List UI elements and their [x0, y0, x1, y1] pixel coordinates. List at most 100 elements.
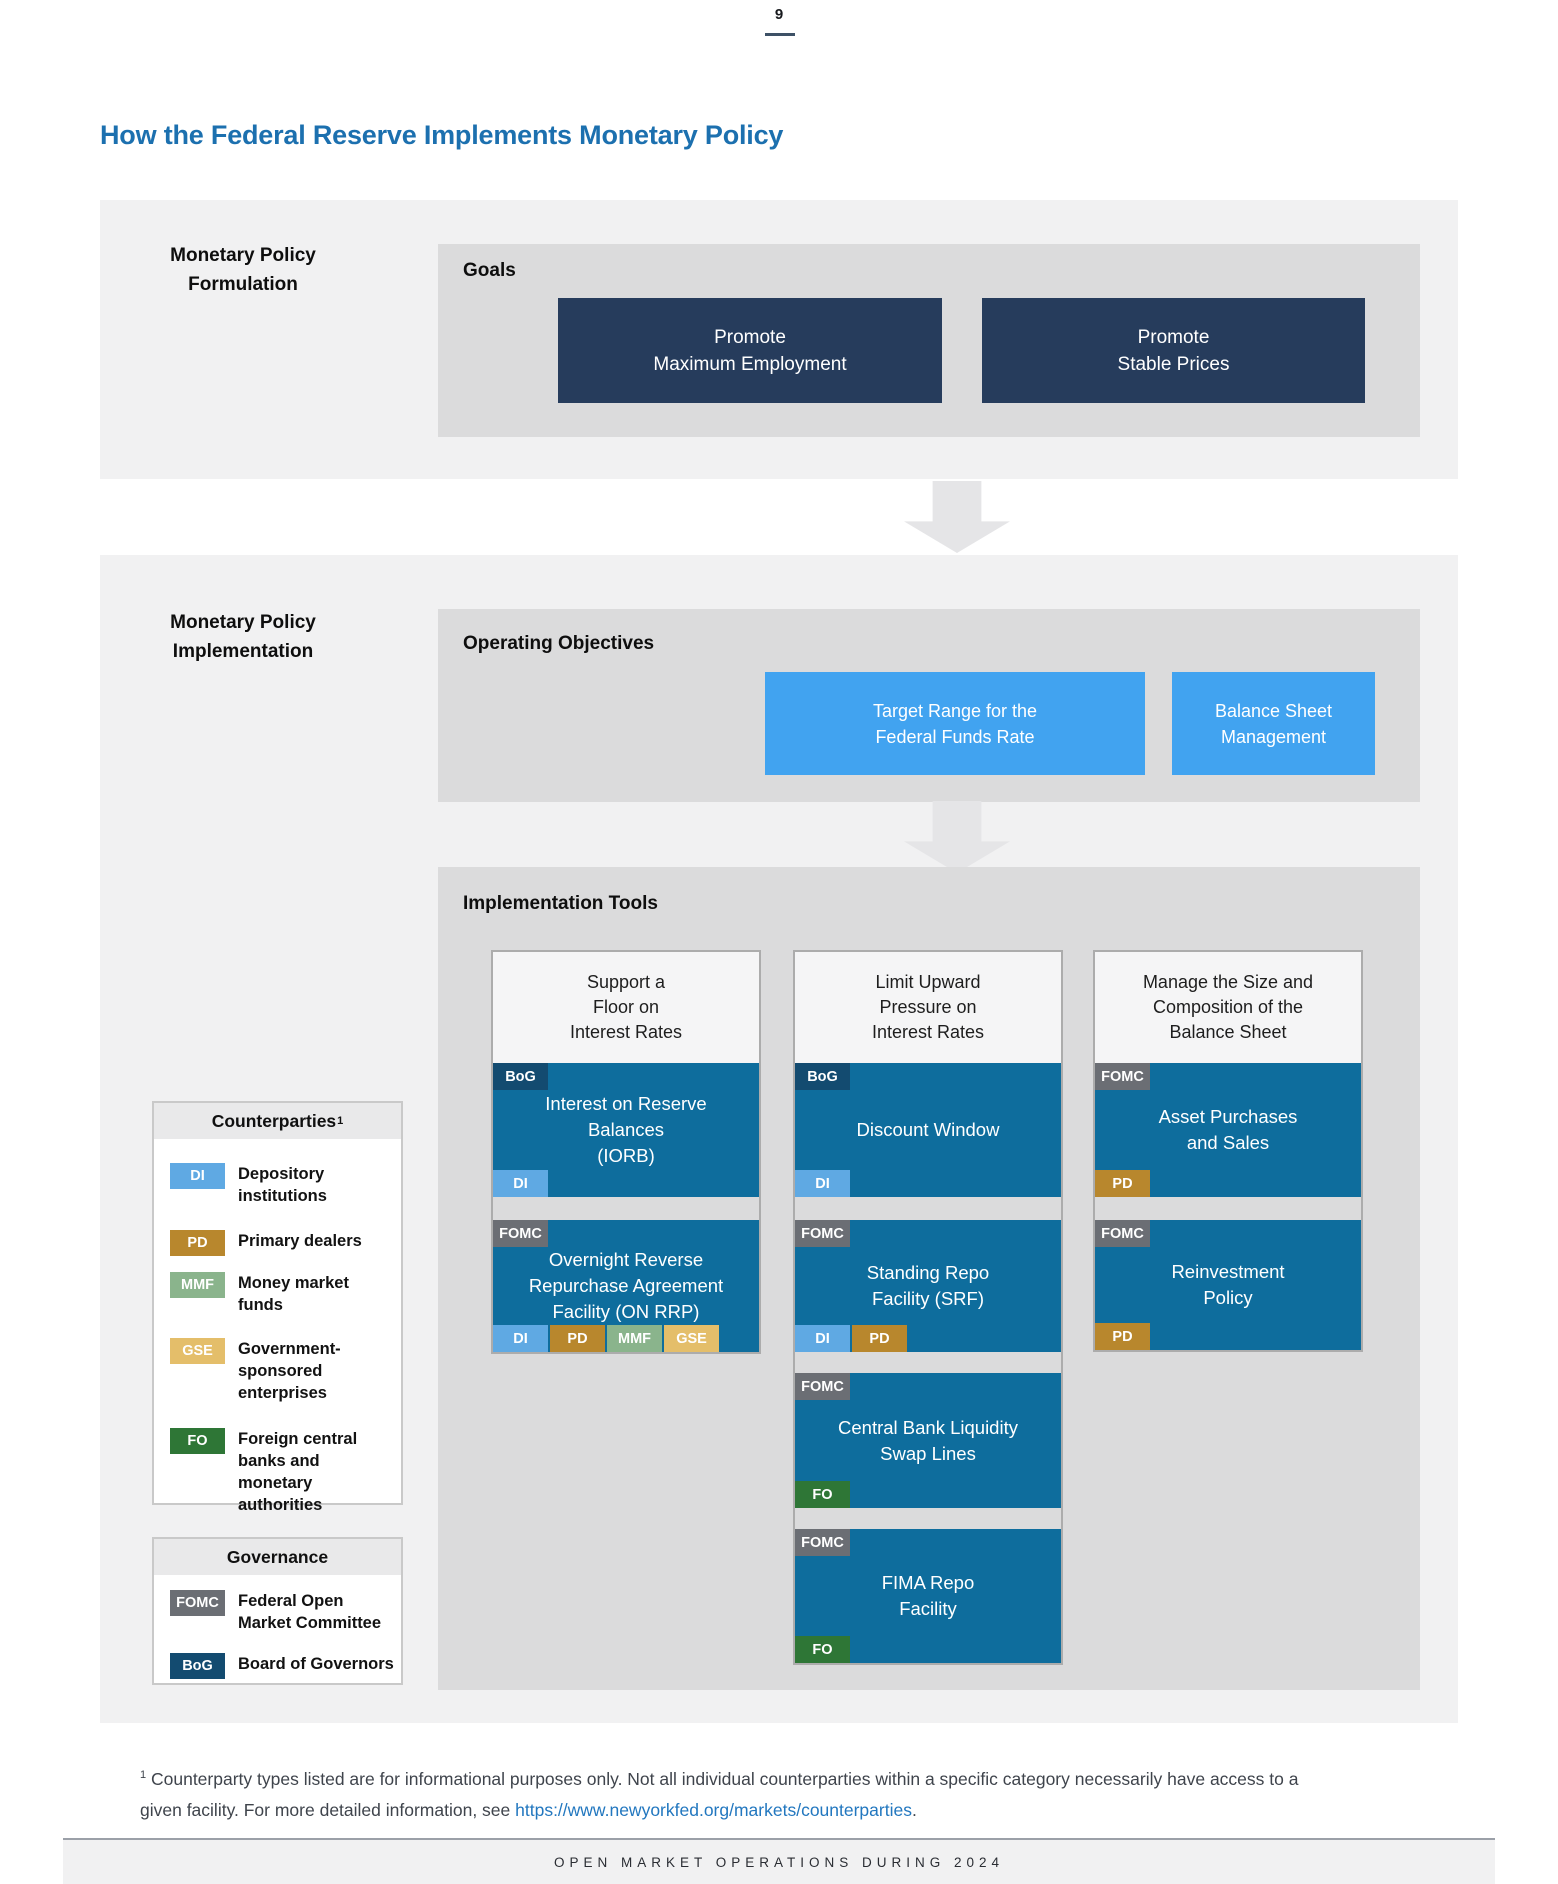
counterparty-tag-pd: PD	[170, 1230, 225, 1256]
counterparty-tag-gse: GSE	[664, 1325, 719, 1352]
tool-card-title: Standing Repo Facility (SRF)	[866, 1262, 990, 1309]
legend-item-label: Depository institutions	[238, 1165, 327, 1205]
implementation-tools-title: Implementation Tools	[463, 893, 658, 914]
legend-item-gse: GSE Government- sponsored enterprises	[170, 1338, 395, 1404]
footer-text: OPEN MARKET OPERATIONS DURING 2024	[553, 1854, 1005, 1870]
legend-item-label: Board of Governors	[238, 1655, 394, 1673]
counterparty-tags: PD	[1095, 1323, 1150, 1350]
tool-card-iorb: BoG Interest on Reserve Balances (IORB) …	[493, 1063, 759, 1197]
column-header: Support a Floor on Interest Rates	[493, 952, 759, 1063]
legend-item-label: Government- sponsored enterprises	[238, 1340, 341, 1402]
footnote-line2: given facility. For more detailed inform…	[140, 1800, 516, 1821]
legend-item-fo: FO Foreign central banks and monetary au…	[170, 1428, 395, 1516]
counterparty-tag-di: DI	[493, 1325, 548, 1352]
tool-card-swap-lines: FOMC Central Bank Liquidity Swap Lines F…	[795, 1373, 1061, 1508]
governance-tag-fomc: FOMC	[795, 1373, 850, 1400]
tool-card-title: FIMA Repo Facility	[881, 1572, 975, 1619]
legend-item-di: DI Depository institutions	[170, 1163, 395, 1207]
footnote-marker: 1	[140, 1769, 147, 1781]
governance-tag-fomc: FOMC	[795, 1220, 850, 1247]
counterparty-tags: FO	[795, 1481, 850, 1508]
formulation-section: Monetary Policy Formulation Goals Promot…	[100, 200, 1458, 479]
legend-item-label: Money market funds	[238, 1274, 349, 1314]
counterparty-tag-fo: FO	[795, 1636, 850, 1663]
footer-divider	[63, 1838, 1495, 1840]
tool-card-title: Interest on Reserve Balances (IORB)	[545, 1093, 707, 1166]
column-header: Limit Upward Pressure on Interest Rates	[795, 952, 1061, 1063]
governance-tag-fomc: FOMC	[795, 1529, 850, 1556]
arrow-down-icon	[904, 481, 1010, 553]
counterparty-tag-di: DI	[170, 1163, 225, 1189]
governance-legend-title: Governance	[154, 1539, 401, 1575]
tool-card-title: Overnight Reverse Repurchase Agreement F…	[528, 1249, 724, 1322]
governance-tag-bog: BoG	[170, 1653, 225, 1679]
tool-card-discount-window: BoG Discount Window DI	[795, 1063, 1061, 1197]
goals-panel-title: Goals	[463, 260, 516, 281]
governance-tag-fomc: FOMC	[1095, 1063, 1150, 1090]
footnote-period: .	[911, 1800, 917, 1821]
counterparty-tag-pd: PD	[852, 1325, 907, 1352]
legend-item-label: Federal Open Market Committee	[238, 1592, 382, 1632]
counterparty-tag-pd: PD	[550, 1325, 605, 1352]
legend-item-mmf: MMF Money market funds	[170, 1272, 395, 1316]
governance-legend: Governance FOMC Federal Open Market Comm…	[152, 1537, 403, 1685]
tool-card-on-rrp: FOMC Overnight Reverse Repurchase Agreem…	[493, 1220, 759, 1352]
objective-box-target-range: Target Range for the Federal Funds Rate	[765, 672, 1145, 775]
counterparty-tag-mmf: MMF	[607, 1325, 662, 1352]
goal-box-stable-prices: Promote Stable Prices	[982, 298, 1365, 403]
tool-card-fima-repo: FOMC FIMA Repo Facility FO	[795, 1529, 1061, 1663]
counterparties-legend-title-text: Counterparties	[211, 1110, 337, 1131]
legend-item-bog: BoG Board of Governors	[170, 1653, 395, 1679]
counterparty-tags: DI PD MMF GSE	[493, 1325, 719, 1352]
formulation-section-label: Monetary Policy Formulation	[170, 245, 316, 295]
counterparty-tag-pd: PD	[1095, 1170, 1150, 1197]
governance-tag-bog: BoG	[493, 1063, 548, 1090]
tool-card-title: Central Bank Liquidity Swap Lines	[838, 1416, 1018, 1464]
goals-panel: Goals Promote Maximum Employment Promote…	[438, 244, 1420, 437]
tool-card-title: Discount Window	[856, 1119, 1000, 1140]
tool-card-reinvestment: FOMC Reinvestment Policy PD	[1095, 1220, 1361, 1350]
tools-column-limit-upward: Limit Upward Pressure on Interest Rates …	[793, 950, 1063, 1665]
counterparty-tag-mmf: MMF	[170, 1272, 225, 1298]
implementation-section-label: Monetary Policy Implementation	[170, 612, 316, 662]
counterparty-tag-fo: FO	[795, 1481, 850, 1508]
tool-card-srf: FOMC Standing Repo Facility (SRF) DI PD	[795, 1220, 1061, 1352]
counterparty-tag-pd: PD	[1095, 1323, 1150, 1350]
legend-item-fomc: FOMC Federal Open Market Committee	[170, 1590, 395, 1634]
governance-tag-bog: BoG	[795, 1063, 850, 1090]
footnote: 1 Counterparty types listed are for info…	[140, 1760, 1470, 1827]
page-number: 9	[774, 6, 784, 23]
operating-objectives-title: Operating Objectives	[463, 633, 655, 654]
footnote-marker: 1	[337, 1114, 344, 1127]
column-header: Manage the Size and Composition of the B…	[1095, 952, 1361, 1063]
counterparty-tags: FO	[795, 1636, 850, 1663]
legend-item-label: Foreign central banks and monetary autho…	[238, 1430, 358, 1514]
counterparty-tag-gse: GSE	[170, 1338, 225, 1364]
counterparty-tags: DI PD	[795, 1325, 907, 1352]
counterparty-tags: DI	[493, 1170, 548, 1197]
counterparty-tags: PD	[1095, 1170, 1150, 1197]
operating-objectives-panel: Operating Objectives Target Range for th…	[438, 609, 1420, 802]
page-title: How the Federal Reserve Implements Monet…	[100, 120, 784, 150]
tool-card-title: Reinvestment Policy	[1171, 1261, 1285, 1308]
goal-box-maximum-employment: Promote Maximum Employment	[558, 298, 942, 403]
counterparty-tags: DI	[795, 1170, 850, 1197]
governance-tag-fomc: FOMC	[1095, 1220, 1150, 1247]
counterparties-link[interactable]: https://www.newyorkfed.org/markets/count…	[515, 1800, 912, 1821]
tool-card-asset-purchases: FOMC Asset Purchases and Sales PD	[1095, 1063, 1361, 1197]
counterparty-tag-di: DI	[795, 1170, 850, 1197]
counterparty-tag-di: DI	[493, 1170, 548, 1197]
footnote-line1: Counterparty types listed are for inform…	[146, 1768, 1299, 1789]
tool-card-title: Asset Purchases and Sales	[1158, 1106, 1298, 1153]
legend-item-pd: PD Primary dealers	[170, 1230, 395, 1256]
page-number-underline	[765, 33, 795, 36]
counterparty-tag-fo: FO	[170, 1428, 225, 1454]
counterparty-tag-di: DI	[795, 1325, 850, 1352]
footer-bar: OPEN MARKET OPERATIONS DURING 2024	[63, 1840, 1495, 1884]
implementation-tools-panel: Implementation Tools Support a Floor on …	[438, 867, 1420, 1690]
legend-item-label: Primary dealers	[238, 1232, 362, 1250]
governance-tag-fomc: FOMC	[493, 1220, 548, 1247]
